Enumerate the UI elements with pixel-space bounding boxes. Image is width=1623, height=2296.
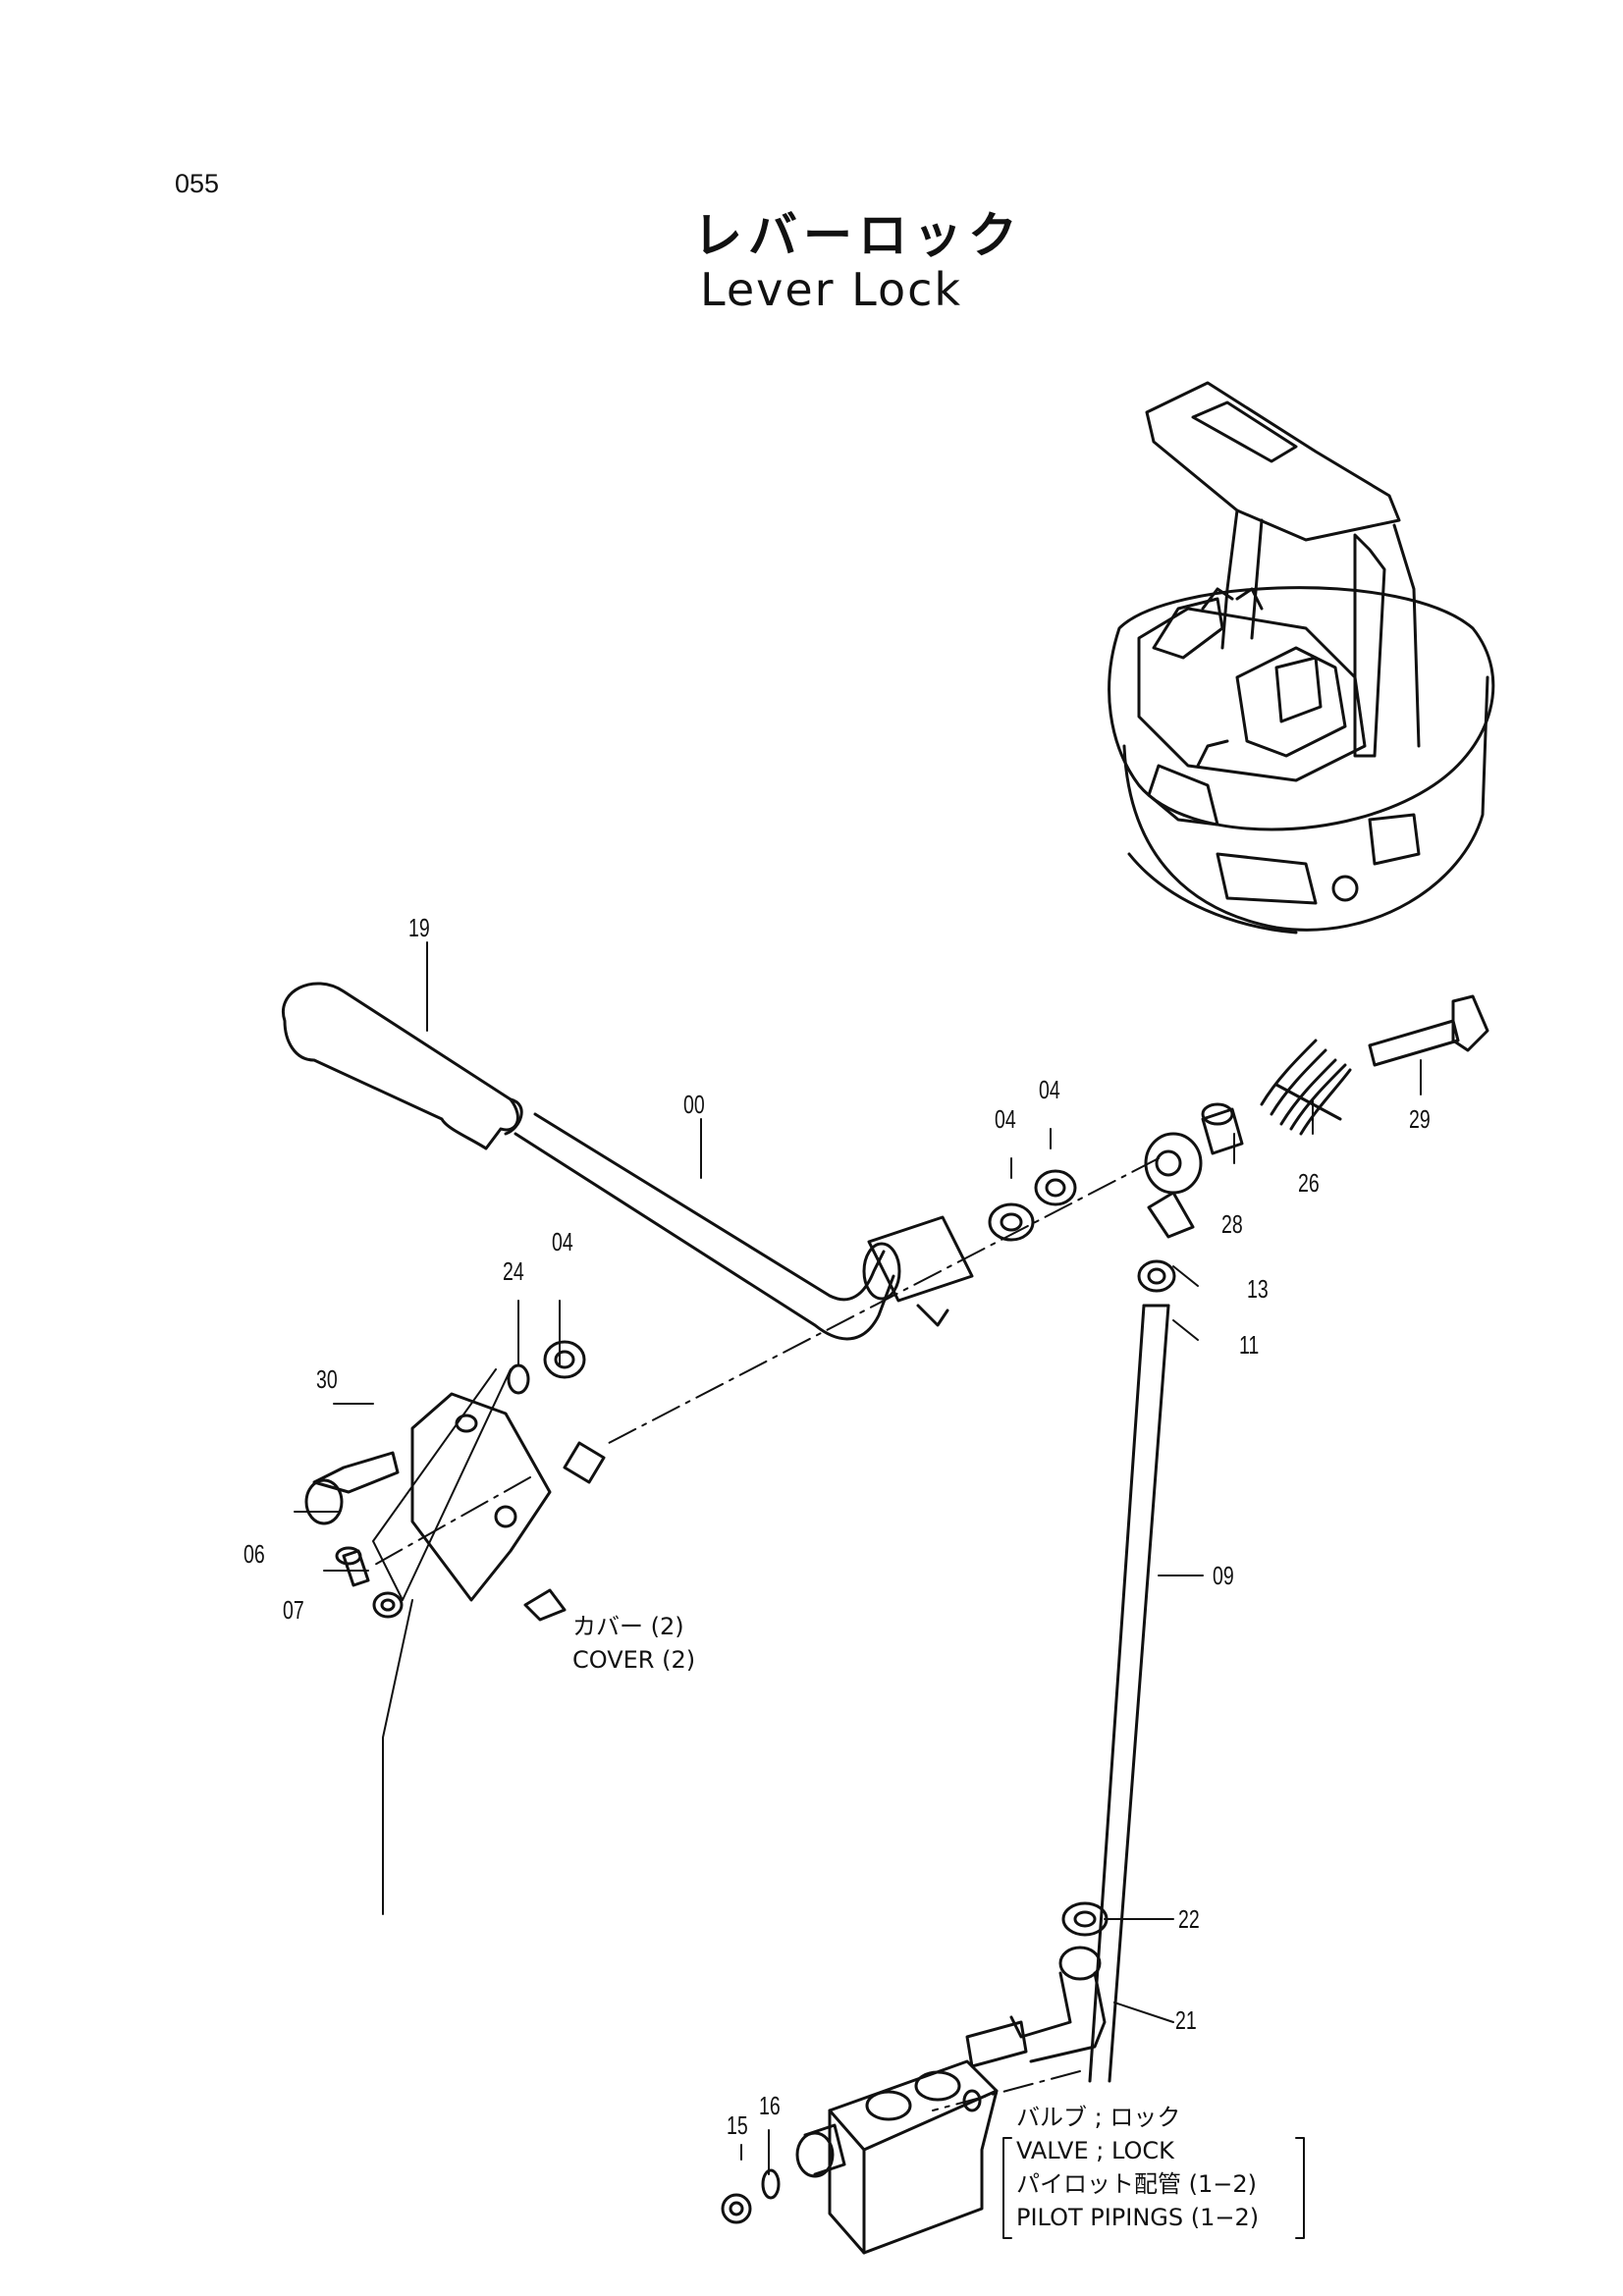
cover-note-japanese: カバー (2) (572, 1613, 684, 1640)
callout-16: 16 (759, 2091, 781, 2120)
nut-11 (1137, 1259, 1176, 1293)
pipe-note-japanese: パイロット配管 (1−2) (1016, 2170, 1258, 2198)
callout-04-b: 04 (1039, 1075, 1060, 1104)
washer-24 (507, 1363, 530, 1395)
nut-22 (1061, 1901, 1109, 1937)
callout-29: 29 (1409, 1104, 1431, 1134)
lever-rod-part-00 (514, 1112, 974, 1341)
callout-19: 19 (408, 913, 430, 942)
callout-04-c: 04 (552, 1227, 573, 1256)
callout-22: 22 (1178, 1904, 1200, 1934)
callout-06: 06 (243, 1539, 265, 1569)
callout-15: 15 (727, 2110, 748, 2140)
valve-block (795, 2059, 999, 2255)
callout-04-a: 04 (995, 1104, 1016, 1134)
callout-24: 24 (503, 1256, 524, 1286)
bolt-29 (1368, 994, 1489, 1067)
grip-part-19 (281, 982, 523, 1150)
threaded-rod-09 (1088, 1304, 1170, 2083)
machine-overview-illustration (1108, 381, 1495, 934)
callout-00: 00 (683, 1090, 705, 1119)
nut-15 (721, 2193, 752, 2224)
title-japanese: レバーロック (693, 207, 1023, 264)
title-english: Lever Lock (700, 263, 963, 316)
callout-07: 07 (283, 1595, 304, 1625)
center-lines (372, 1157, 1160, 2111)
callout-30: 30 (316, 1364, 338, 1394)
pin-cover (523, 1441, 606, 1622)
callout-26: 26 (1298, 1168, 1320, 1198)
cover-note: カバー (2) COVER (2) (572, 1610, 695, 1677)
elbow-21 (965, 1946, 1107, 2068)
spring-26 (1260, 1039, 1352, 1136)
nut-04-a (988, 1202, 1035, 1242)
bolt-30 (304, 1451, 400, 1525)
nut-04-b (1034, 1169, 1077, 1206)
valve-note-english: VALVE ; LOCK (1016, 2137, 1174, 2164)
bracket (410, 1392, 552, 1602)
rod-end-13 (1144, 1132, 1203, 1239)
valve-note-japanese: バルブ ; ロック (1016, 2104, 1181, 2131)
snap-ring-16 (761, 2168, 781, 2200)
nut-04-c (543, 1340, 586, 1379)
callout-28: 28 (1221, 1209, 1243, 1239)
page-number: 055 (175, 169, 220, 198)
callout-11: 11 (1239, 1330, 1260, 1360)
callout-13: 13 (1247, 1274, 1269, 1304)
valve-note: バルブ ; ロック VALVE ; LOCK パイロット配管 (1−2) PIL… (1016, 2101, 1259, 2234)
note-bracket (1002, 2137, 1305, 2239)
leader-lines (294, 941, 1422, 2175)
callout-09: 09 (1213, 1561, 1234, 1590)
nut-07 (372, 1591, 404, 1619)
bolt-06 (335, 1546, 370, 1587)
callout-21: 21 (1175, 2005, 1197, 2035)
collar-28 (1201, 1102, 1244, 1155)
cover-note-english: COVER (2) (572, 1646, 696, 1674)
pipe-note-english: PILOT PIPINGS (1−2) (1016, 2204, 1260, 2231)
